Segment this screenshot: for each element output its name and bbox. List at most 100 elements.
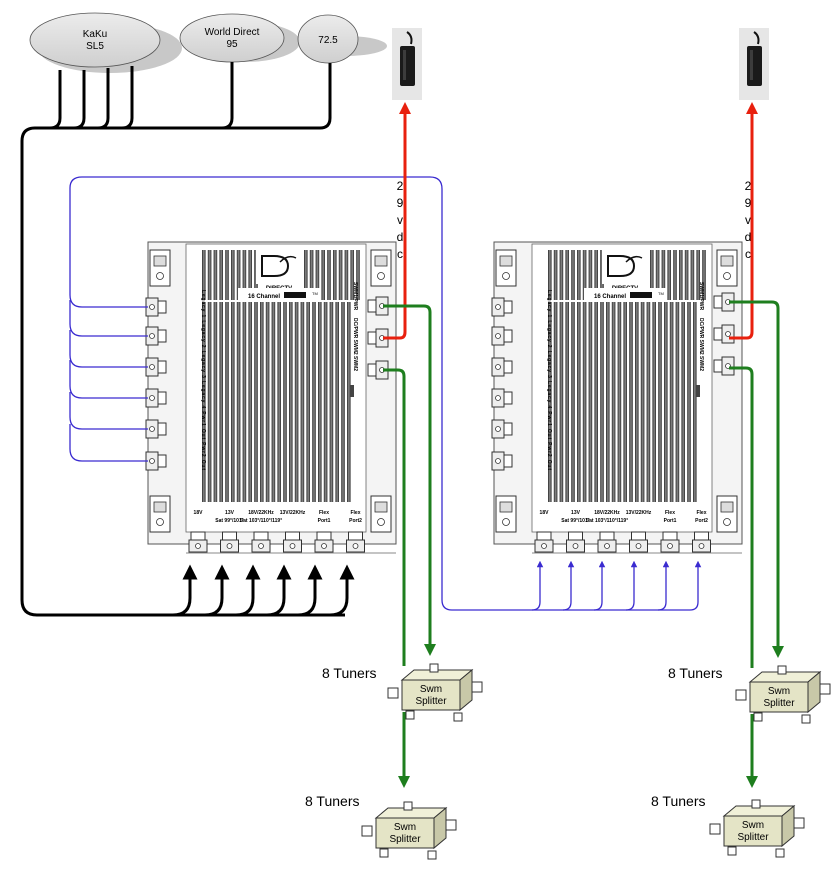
swm-splitter-left-bottom-label-bottom: Splitter <box>389 834 421 845</box>
splitters: SwmSplitterSwmSplitterSwmSplitterSwmSpli… <box>361 663 831 860</box>
multiswitch-right-legacy-port-6[interactable] <box>491 451 513 471</box>
multiswitch-right-model-badge <box>630 292 652 298</box>
multiswitch-left-mount-tab <box>149 249 171 287</box>
satellite-world-direct <box>179 13 285 63</box>
multiswitch-right-swm-port-2[interactable] <box>713 324 735 344</box>
svg-text:2: 2 <box>397 179 404 193</box>
multiswitch-left-heatsink <box>202 250 360 502</box>
multiswitch-left-model: 16 Channel <box>248 294 280 300</box>
multiswitch-left-input-label-3: 18V/22KHz <box>248 510 274 516</box>
multiswitch-right-input-port-4[interactable] <box>629 531 648 553</box>
power-wiring <box>383 102 758 340</box>
svg-text:v: v <box>745 213 751 227</box>
multiswitch-right-input-label-6: Flex <box>696 510 706 516</box>
multiswitch-left-legacy-port-4[interactable] <box>145 388 167 408</box>
multiswitch-right-input-port-2[interactable] <box>566 531 585 553</box>
multiswitch-left-input-label-4: 13V/22KHz <box>280 510 306 516</box>
multiswitch-left-input-sublabel-2: Sat 99°/101° <box>215 518 243 524</box>
power-supply-right <box>739 28 769 100</box>
satellite-world-direct-name: World Direct <box>205 27 260 38</box>
multiswitch-left-legacy-port-6[interactable] <box>145 451 167 471</box>
svg-text:d: d <box>397 230 404 244</box>
svg-text:2: 2 <box>745 179 752 193</box>
multiswitch-right-legacy-labels: Legacy 1 Legacy 2 Legacy 3 Legacy 4 Pwr1… <box>546 290 552 470</box>
multiswitch-left-input-port-4[interactable] <box>283 531 302 553</box>
multiswitch-right-input-label-4: 13V/22KHz <box>626 510 652 516</box>
tuner-label-right-top: 8 Tuners <box>668 665 722 681</box>
multiswitch-left-input-label-2: 13V <box>225 510 235 516</box>
swm-splitter-right-bottom-port-1[interactable] <box>751 799 761 809</box>
swm-splitter-right-top-port-2[interactable] <box>735 689 747 701</box>
voltage-label-left: 2 9 v d c <box>397 179 404 261</box>
svg-text:9: 9 <box>745 196 752 210</box>
swm-splitter-right-bottom-port-5[interactable] <box>775 848 785 858</box>
swm-splitter-right-top-port-1[interactable] <box>777 665 787 675</box>
swm-splitter-right-bottom-label-top: Swm <box>742 820 764 831</box>
swm-splitter-left-bottom-port-5[interactable] <box>427 850 437 860</box>
swm-splitter-left-top-port-2[interactable] <box>387 687 399 699</box>
swm-splitter-right-top-port-5[interactable] <box>801 714 811 724</box>
multiswitch-right-input-port-1[interactable] <box>534 531 554 553</box>
power-supply-left <box>392 28 422 100</box>
multiswitch-right-mount-tab <box>495 249 517 287</box>
multiswitch-right-mount-tab <box>495 495 517 533</box>
tuner-label-left-bottom: 8 Tuners <box>305 793 359 809</box>
multiswitch-left-mount-tab <box>370 495 392 533</box>
multiswitch-right-input-port-5[interactable] <box>660 531 680 553</box>
swm-splitter-left-bottom-port-1[interactable] <box>403 801 413 811</box>
swm-splitter-right-bottom-port-4[interactable] <box>727 846 737 856</box>
swm-splitter-left-bottom-port-4[interactable] <box>379 848 389 858</box>
swm-splitter-left-bottom-port-2[interactable] <box>361 825 373 837</box>
swm-splitter-left-top-port-1[interactable] <box>429 663 439 673</box>
multiswitch-right-legacy-port-1[interactable] <box>491 297 513 317</box>
multiswitch-left-input-port-3[interactable] <box>251 531 271 553</box>
multiswitch-right-legacy-port-3[interactable] <box>491 357 513 377</box>
multiswitch-left-swm-label-3: SWM2 <box>352 356 358 371</box>
svg-text:c: c <box>397 247 403 261</box>
tuner-label-right-bottom: 8 Tuners <box>651 793 705 809</box>
swm-splitter-left-top-port-5[interactable] <box>453 712 463 722</box>
multiswitch-left-input-port-2[interactable] <box>220 531 239 553</box>
multiswitch-left-input-port-5[interactable] <box>314 531 334 553</box>
satellite-kaku-slot: SL5 <box>86 41 104 52</box>
satellite-world-direct-slot: 95 <box>226 39 238 50</box>
multiswitch-left-swm-label-2: DC/PWR SWM2 <box>352 318 358 355</box>
multiswitch-right-legacy-port-4[interactable] <box>491 388 513 408</box>
swm-splitter-right-bottom-port-3[interactable] <box>793 817 805 829</box>
multiswitch-left-swm-port-2[interactable] <box>367 328 389 348</box>
multiswitch-right-swm-label-3: SWM2 <box>698 356 704 371</box>
multiswitch-right-legacy-port-5[interactable] <box>491 419 513 439</box>
swm-splitter-right-top-port-3[interactable] <box>819 683 831 695</box>
multiswitch-left-input-label-6: Flex <box>350 510 360 516</box>
swm-splitter-right-top-label-bottom: Splitter <box>763 698 795 709</box>
swm-splitter-left-top-port-4[interactable] <box>405 710 415 720</box>
swm-splitter-left-top-port-3[interactable] <box>471 681 483 693</box>
satellite-72-5-name: 72.5 <box>318 35 338 46</box>
multiswitch-right-heatsink <box>548 250 706 502</box>
multiswitch-left-status-led <box>350 385 354 397</box>
multiswitch-left-legacy-port-3[interactable] <box>145 357 167 377</box>
satellite-kaku-name: KaKu <box>83 29 107 40</box>
multiswitch-right-legacy-port-2[interactable] <box>491 326 513 346</box>
multiswitch-left-input-port-1[interactable] <box>188 531 208 553</box>
multiswitch-left-legacy-port-2[interactable] <box>145 326 167 346</box>
multiswitch-left-legacy-port-1[interactable] <box>145 297 167 317</box>
multiswitch-right-input-label-2: 13V <box>571 510 581 516</box>
multiswitch-right-input-label-1: 18V <box>540 510 550 516</box>
satellite-72-5 <box>297 14 359 64</box>
multiswitch-left-legacy-port-5[interactable] <box>145 419 167 439</box>
swm-splitter-right-top-port-4[interactable] <box>753 712 763 722</box>
swm-splitter-left-bottom-port-3[interactable] <box>445 819 457 831</box>
legacy-wiring <box>69 176 702 611</box>
multiswitch-left-input-port-6[interactable] <box>346 531 365 553</box>
multiswitch-left-input-sublabel-5: Port1 <box>318 518 331 524</box>
swm-splitter-right-bottom-port-2[interactable] <box>709 823 721 835</box>
multiswitch-right-swm-port-3[interactable] <box>713 356 735 376</box>
multiswitch-right-input-port-6[interactable] <box>692 531 711 553</box>
multiswitch-right-input-port-3[interactable] <box>597 531 617 553</box>
multiswitch-right-swm-label-2: DC/PWR SWM2 <box>698 318 704 355</box>
